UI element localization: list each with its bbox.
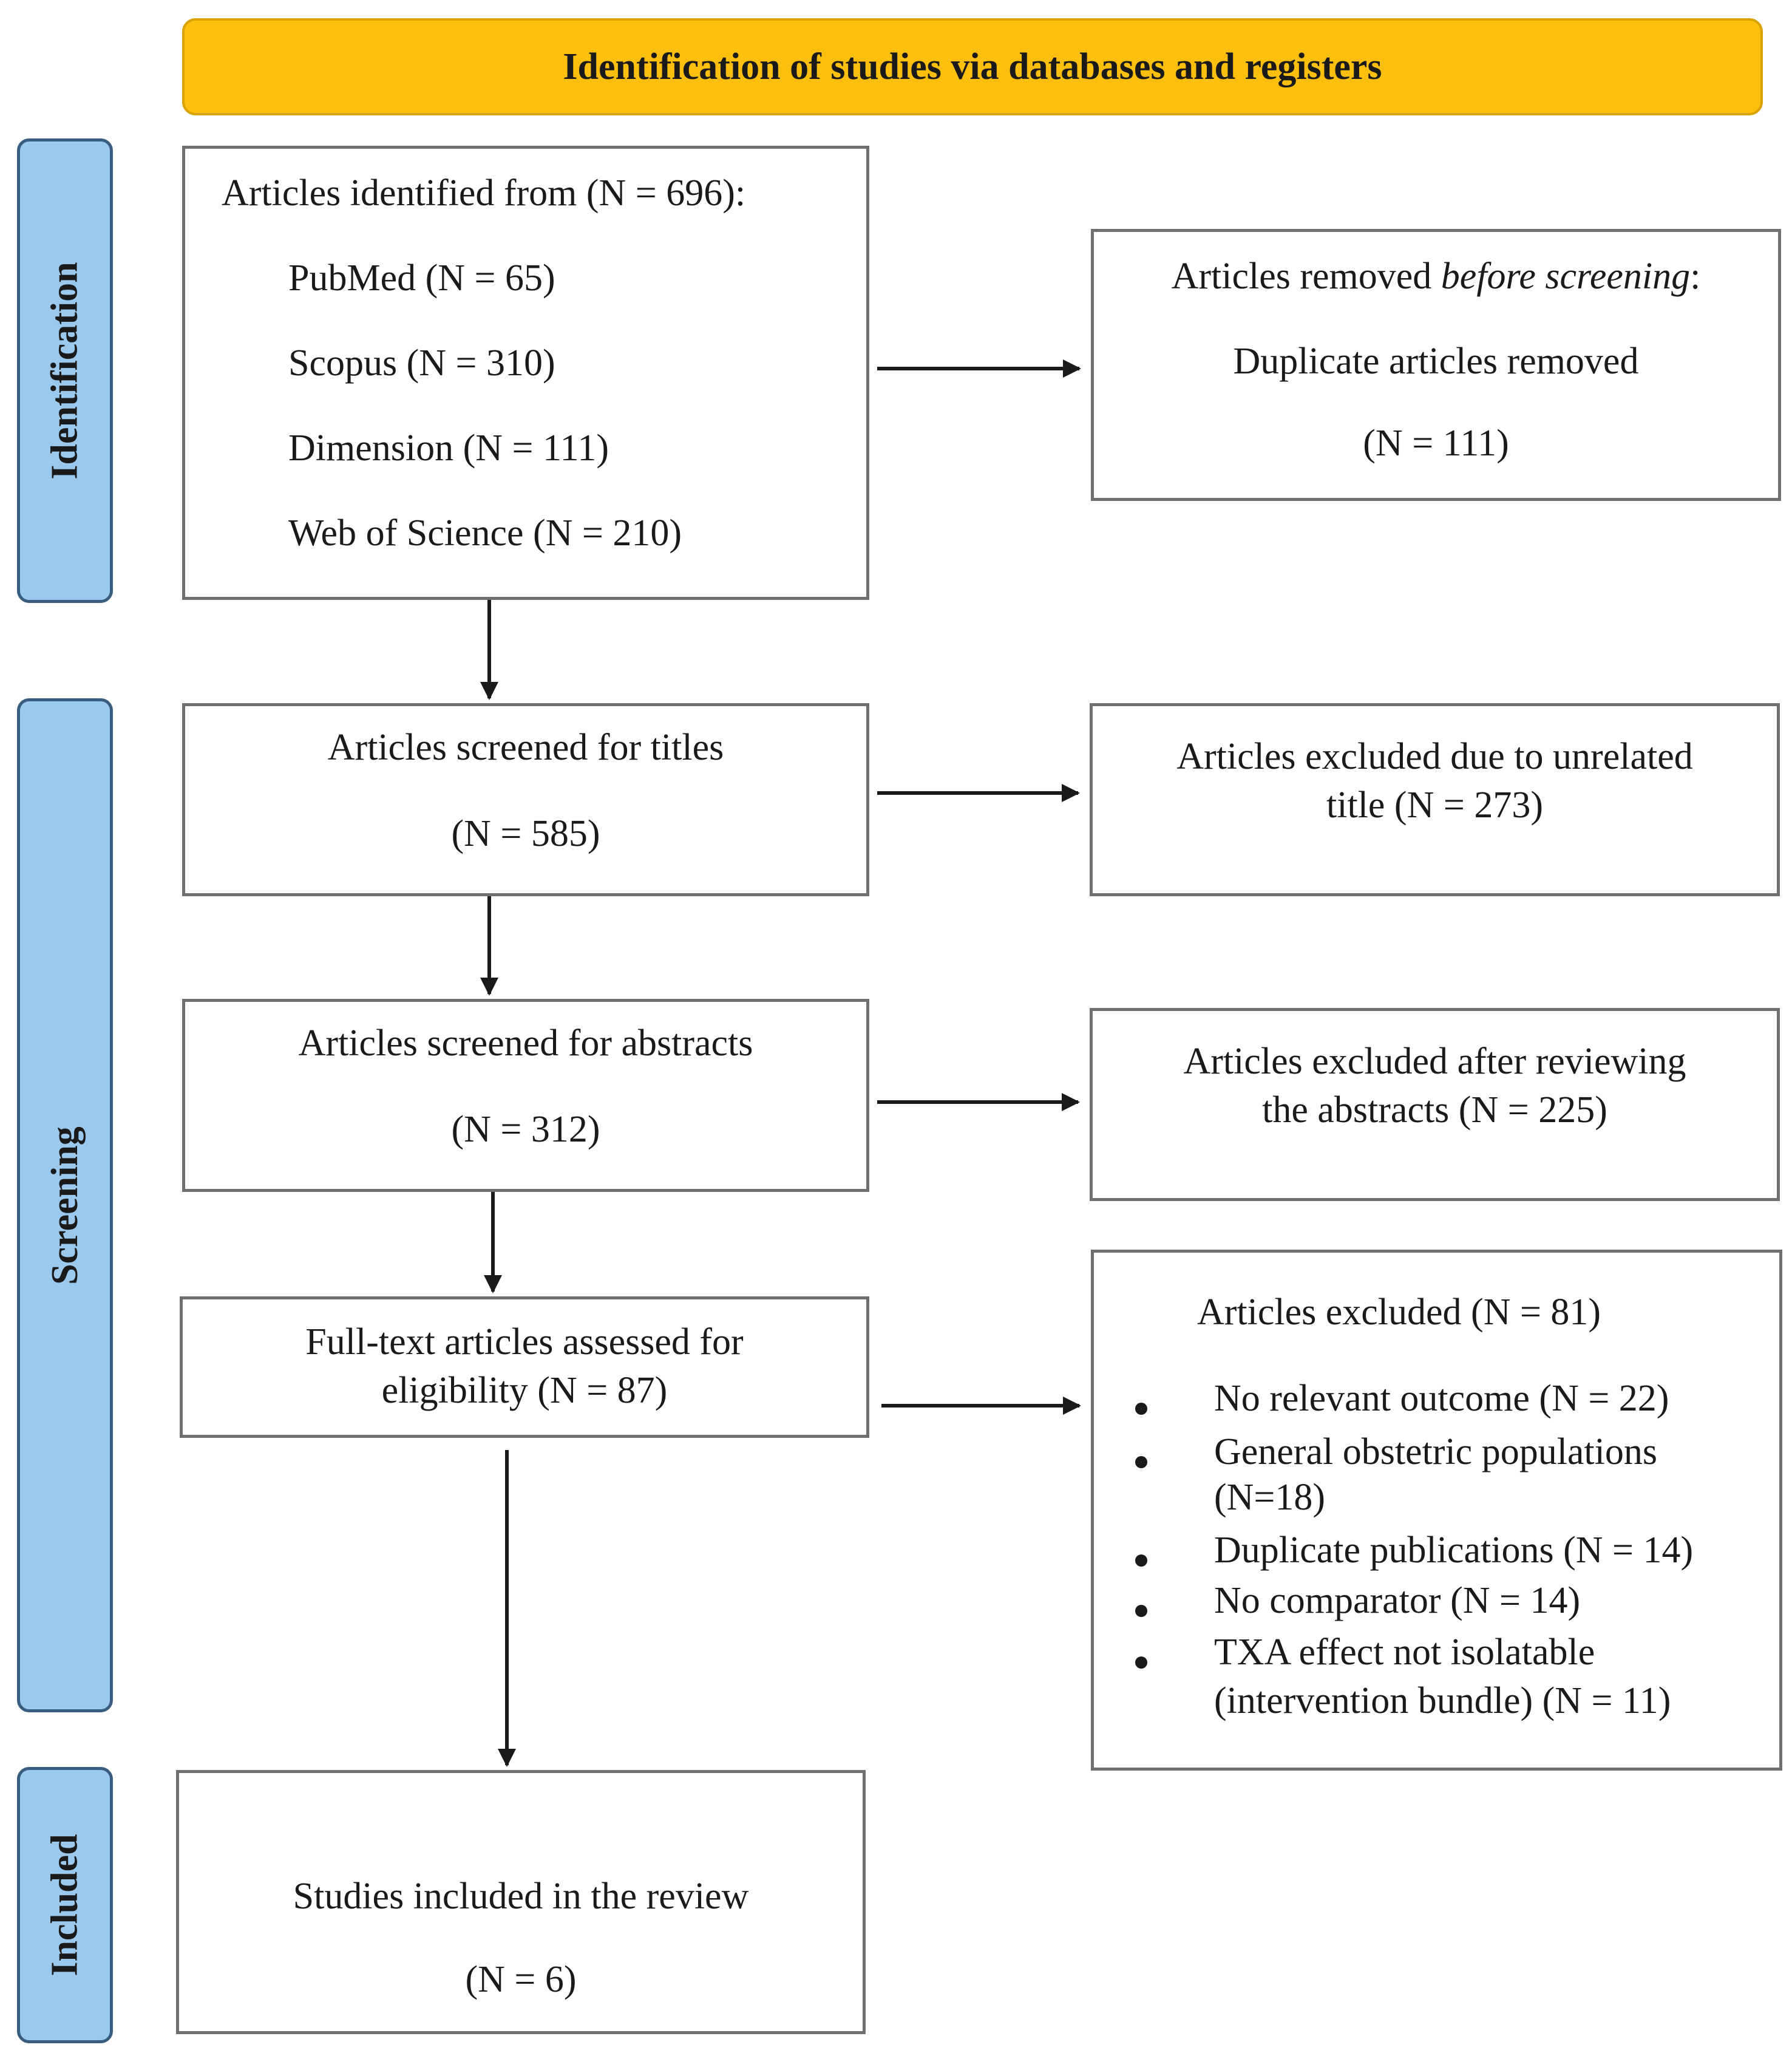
- removed-count: (N = 111): [1363, 423, 1509, 464]
- abstracts-screened-label: Articles screened for abstracts: [298, 1023, 753, 1064]
- bullet-icon: [1135, 1656, 1147, 1669]
- removed-box: Articles removed before screening: Dupli…: [1091, 229, 1781, 501]
- header-title: Identification of studies via databases …: [563, 46, 1382, 87]
- fulltext-excluded-heading: Articles excluded (N = 81): [1197, 1292, 1601, 1333]
- titles-screened-box: Articles screened for titles (N = 585): [182, 703, 869, 896]
- abstracts-excluded-line2: the abstracts (N = 225): [1262, 1089, 1607, 1131]
- fulltext-line1: Full-text articles assessed for: [305, 1321, 744, 1363]
- abstracts-excluded-box: Articles excluded after reviewing the ab…: [1090, 1008, 1780, 1201]
- abstracts-screened-box: Articles screened for abstracts (N = 312…: [182, 999, 869, 1192]
- reason-txa-effect: TXA effect not isolatable: [1214, 1632, 1595, 1673]
- reason-general-obstetric: General obstetric populations: [1214, 1431, 1658, 1472]
- fulltext-excluded-box: Articles excluded (N = 81) No relevant o…: [1091, 1250, 1782, 1771]
- titles-screened-label: Articles screened for titles: [327, 727, 724, 768]
- identified-heading: Articles identified from (N = 696):: [222, 172, 746, 214]
- fulltext-line2: eligibility (N = 87): [381, 1370, 668, 1411]
- titles-excluded-box: Articles excluded due to unrelated title…: [1090, 703, 1780, 896]
- stage-identification: Identification: [17, 138, 113, 603]
- removed-heading: Articles removed before screening:: [1171, 256, 1701, 297]
- reason-no-relevant-outcome: No relevant outcome (N = 22): [1214, 1378, 1669, 1419]
- reason-duplicate-publications: Duplicate publications (N = 14): [1214, 1530, 1694, 1571]
- included-label: Studies included in the review: [293, 1876, 749, 1917]
- bullet-icon: [1135, 1456, 1147, 1468]
- titles-excluded-line2: title (N = 273): [1326, 785, 1543, 826]
- bullet-icon: [1135, 1554, 1147, 1567]
- stage-included: Included: [17, 1767, 113, 2043]
- titles-screened-count: (N = 585): [451, 813, 600, 854]
- source-dimension: Dimension (N = 111): [288, 427, 609, 469]
- bullet-icon: [1135, 1403, 1147, 1415]
- reason-general-obstetric-count: (N=18): [1214, 1477, 1326, 1518]
- bullet-icon: [1135, 1605, 1147, 1617]
- included-count: (N = 6): [465, 1959, 577, 2000]
- abstracts-excluded-line1: Articles excluded after reviewing: [1183, 1041, 1686, 1082]
- reason-txa-effect-count: (intervention bundle) (N = 11): [1214, 1680, 1671, 1721]
- fulltext-box: Full-text articles assessed for eligibil…: [180, 1296, 869, 1438]
- header-banner: Identification of studies via databases …: [182, 18, 1763, 115]
- abstracts-screened-count: (N = 312): [451, 1109, 600, 1150]
- removed-line: Duplicate articles removed: [1233, 341, 1639, 382]
- source-pubmed: PubMed (N = 65): [288, 257, 555, 299]
- titles-excluded-line1: Articles excluded due to unrelated: [1176, 736, 1693, 777]
- stage-screening: Screening: [17, 698, 113, 1712]
- identified-box: Articles identified from (N = 696): PubM…: [182, 146, 869, 600]
- reason-no-comparator: No comparator (N = 14): [1214, 1580, 1581, 1621]
- included-box: Studies included in the review (N = 6): [176, 1770, 866, 2034]
- source-web-of-science: Web of Science (N = 210): [288, 512, 682, 554]
- source-scopus: Scopus (N = 310): [288, 342, 555, 384]
